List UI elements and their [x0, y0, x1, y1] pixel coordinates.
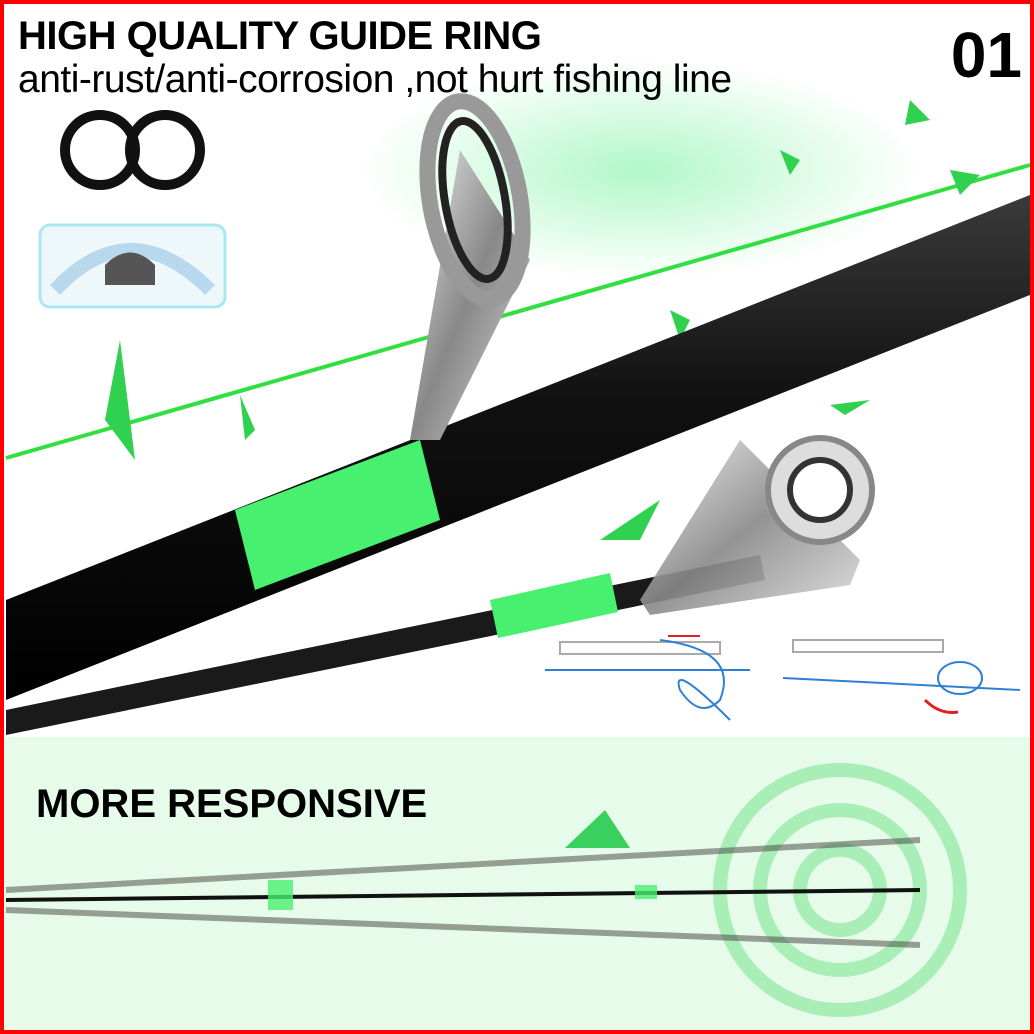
line-bend-icon	[49, 243, 215, 295]
fishing-line	[5, 163, 1031, 460]
green-triangle	[565, 810, 630, 848]
main-rod-wrap	[235, 440, 440, 590]
guide-ring-small-insert	[787, 457, 853, 523]
feature-number: 01	[950, 19, 1022, 91]
headline: HIGH QUALITY GUIDE RING	[18, 14, 542, 58]
ring-profile-icon	[105, 252, 155, 285]
line-tangle-diagram-bad	[545, 635, 750, 721]
guide-ring-large	[419, 93, 531, 307]
subheadline: anti-rust/anti-corrosion ,not hurt fishi…	[18, 58, 732, 101]
section-title: MORE RESPONSIVE	[36, 782, 428, 826]
responsive-rods	[5, 837, 921, 948]
line-tangle-diagram-good	[782, 639, 1021, 714]
ring-icon-2	[125, 110, 205, 190]
responsive-panel-bg	[0, 737, 1034, 1034]
secondary-rod-wrap	[490, 573, 618, 638]
green-shards	[105, 100, 980, 540]
small-guide-frame	[640, 440, 860, 615]
ring-icon-1	[60, 110, 140, 190]
guide-ring-insert	[438, 117, 512, 283]
